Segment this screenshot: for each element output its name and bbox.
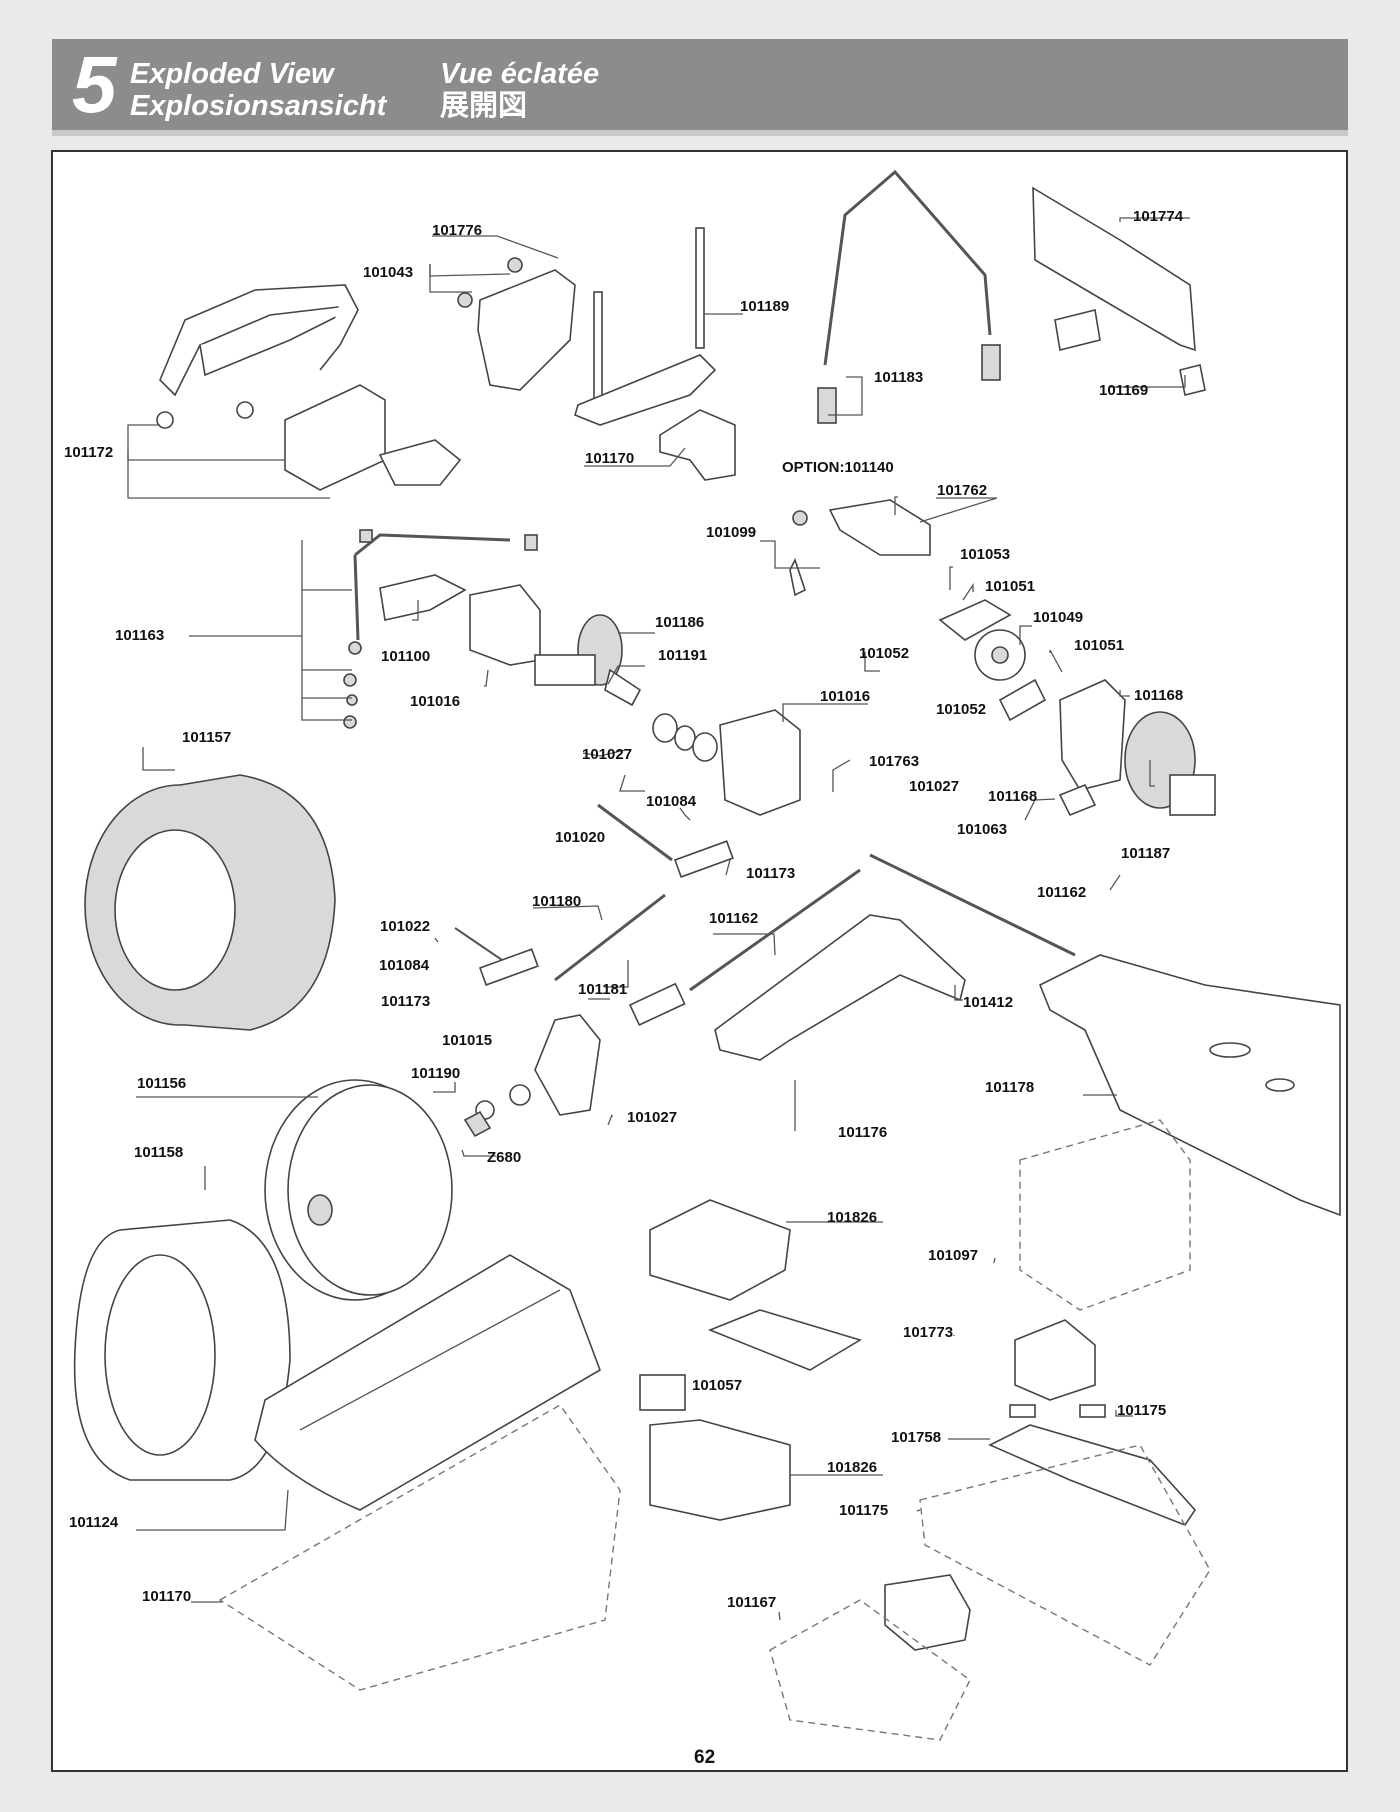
part-label: 101189 (740, 298, 789, 315)
body-mount-drawing (659, 409, 736, 481)
section-header: 5 Exploded View Explosionsansicht Vue éc… (52, 39, 1348, 136)
servo-and-steering-drawing (884, 1319, 1197, 1651)
page-number: 62 (694, 1747, 715, 1768)
part-label: 101190 (411, 1065, 460, 1082)
hub-carrier-drawing (463, 982, 686, 1138)
part-label: 101057 (692, 1377, 742, 1394)
front-differential-drawing (534, 614, 642, 707)
part-label: 101183 (874, 369, 923, 386)
title-german: Explosionsansicht (130, 90, 387, 122)
part-label: 101175 (839, 1502, 888, 1519)
leader-lines (127, 217, 1190, 1621)
part-label: 101173 (746, 865, 795, 882)
part-label: 101172 (64, 444, 113, 461)
part-label: 101156 (137, 1075, 186, 1092)
part-label: 101763 (869, 753, 919, 770)
part-label: 101173 (381, 993, 430, 1010)
part-label: 101052 (859, 645, 909, 662)
part-label: 101168 (1134, 687, 1183, 704)
part-label: 101052 (936, 701, 986, 718)
part-label: 101181 (578, 981, 627, 998)
part-label: 101180 (532, 893, 581, 910)
part-label: 101022 (380, 918, 430, 935)
part-label: 101100 (381, 648, 430, 665)
part-label: 101157 (182, 729, 231, 746)
part-label: 101774 (1133, 208, 1184, 225)
steering-parts-drawing (789, 499, 931, 597)
rear-bulkhead-and-diff-drawing (1058, 679, 1216, 817)
part-label: 101027 (627, 1109, 677, 1126)
part-label: 101170 (585, 450, 634, 467)
electronics-drawing (639, 1199, 862, 1521)
part-label: 101027 (909, 778, 959, 795)
gearbox-center-drawing (652, 709, 801, 816)
bumper-mount-drawing (284, 384, 462, 491)
part-label: 101826 (827, 1459, 877, 1476)
part-label: 101053 (960, 546, 1010, 563)
part-label: 101015 (442, 1032, 492, 1049)
front-bulkhead-drawing (379, 574, 541, 666)
title-japanese: 展開図 (440, 90, 528, 122)
part-label: 101097 (928, 1247, 978, 1264)
rear-tire-drawing (84, 774, 336, 1031)
spur-gear-drawing (938, 599, 1047, 722)
rear-wing-drawing (254, 1254, 601, 1511)
tire-insert-drawing (73, 1219, 291, 1481)
part-label: 101191 (658, 647, 707, 664)
part-label: OPTION:101140 (782, 459, 894, 476)
part-label: 101175 (1117, 1402, 1166, 1419)
axle-and-links-drawing (454, 803, 1076, 992)
part-label: 101027 (582, 746, 632, 763)
part-label: 101043 (363, 264, 413, 281)
rear-arm-drawing (714, 914, 966, 1061)
part-label: 101099 (706, 524, 756, 541)
front-bumper-drawing (156, 284, 359, 429)
part-label: Z680 (487, 1149, 521, 1166)
part-label: 101186 (655, 614, 704, 631)
rear-shock-tower-drawing (1032, 186, 1206, 396)
dashed-groups (218, 1119, 1211, 1741)
part-label: 101170 (142, 1588, 191, 1605)
part-label: 101084 (379, 957, 430, 974)
part-label: 101124 (69, 1514, 119, 1531)
front-shock-tower-drawing (457, 257, 576, 391)
part-label: 101168 (988, 788, 1037, 805)
wheel-drawing (264, 1079, 453, 1301)
part-label: 101163 (115, 627, 164, 644)
title-french: Vue éclatée (440, 58, 600, 90)
part-label: 101016 (410, 693, 460, 710)
part-label: 101178 (985, 1079, 1034, 1096)
part-label: 101158 (134, 1144, 183, 1161)
part-label: 101412 (963, 994, 1013, 1011)
part-label: 101063 (957, 821, 1007, 838)
title-english: Exploded View (130, 58, 334, 90)
part-label: 101773 (903, 1324, 953, 1341)
part-label: 101758 (891, 1429, 941, 1446)
sway-bar-drawing (343, 529, 538, 729)
part-label: 101762 (937, 482, 987, 499)
roll-bar-drawing (817, 169, 1001, 424)
part-label: 101162 (1037, 884, 1086, 901)
part-label: 101051 (1074, 637, 1124, 654)
part-label: 101826 (827, 1209, 877, 1226)
part-label: 101049 (1033, 609, 1083, 626)
part-label: 101187 (1121, 845, 1170, 862)
part-label: 101020 (555, 829, 605, 846)
part-label: 101176 (838, 1124, 887, 1141)
part-label: 101167 (727, 1594, 776, 1611)
wing-mount-posts-drawing (574, 227, 717, 426)
chassis-plate-drawing (1038, 954, 1341, 1217)
part-label: 101084 (646, 793, 697, 810)
part-label: 101776 (432, 222, 482, 239)
part-label: 101016 (820, 688, 870, 705)
part-label: 101169 (1099, 382, 1148, 399)
part-label: 101051 (985, 578, 1035, 595)
part-label: 101162 (709, 910, 758, 927)
section-number: 5 (72, 40, 117, 129)
part-number-labels: 101776 101043 101189 101774 101172 10118… (64, 208, 1184, 1611)
